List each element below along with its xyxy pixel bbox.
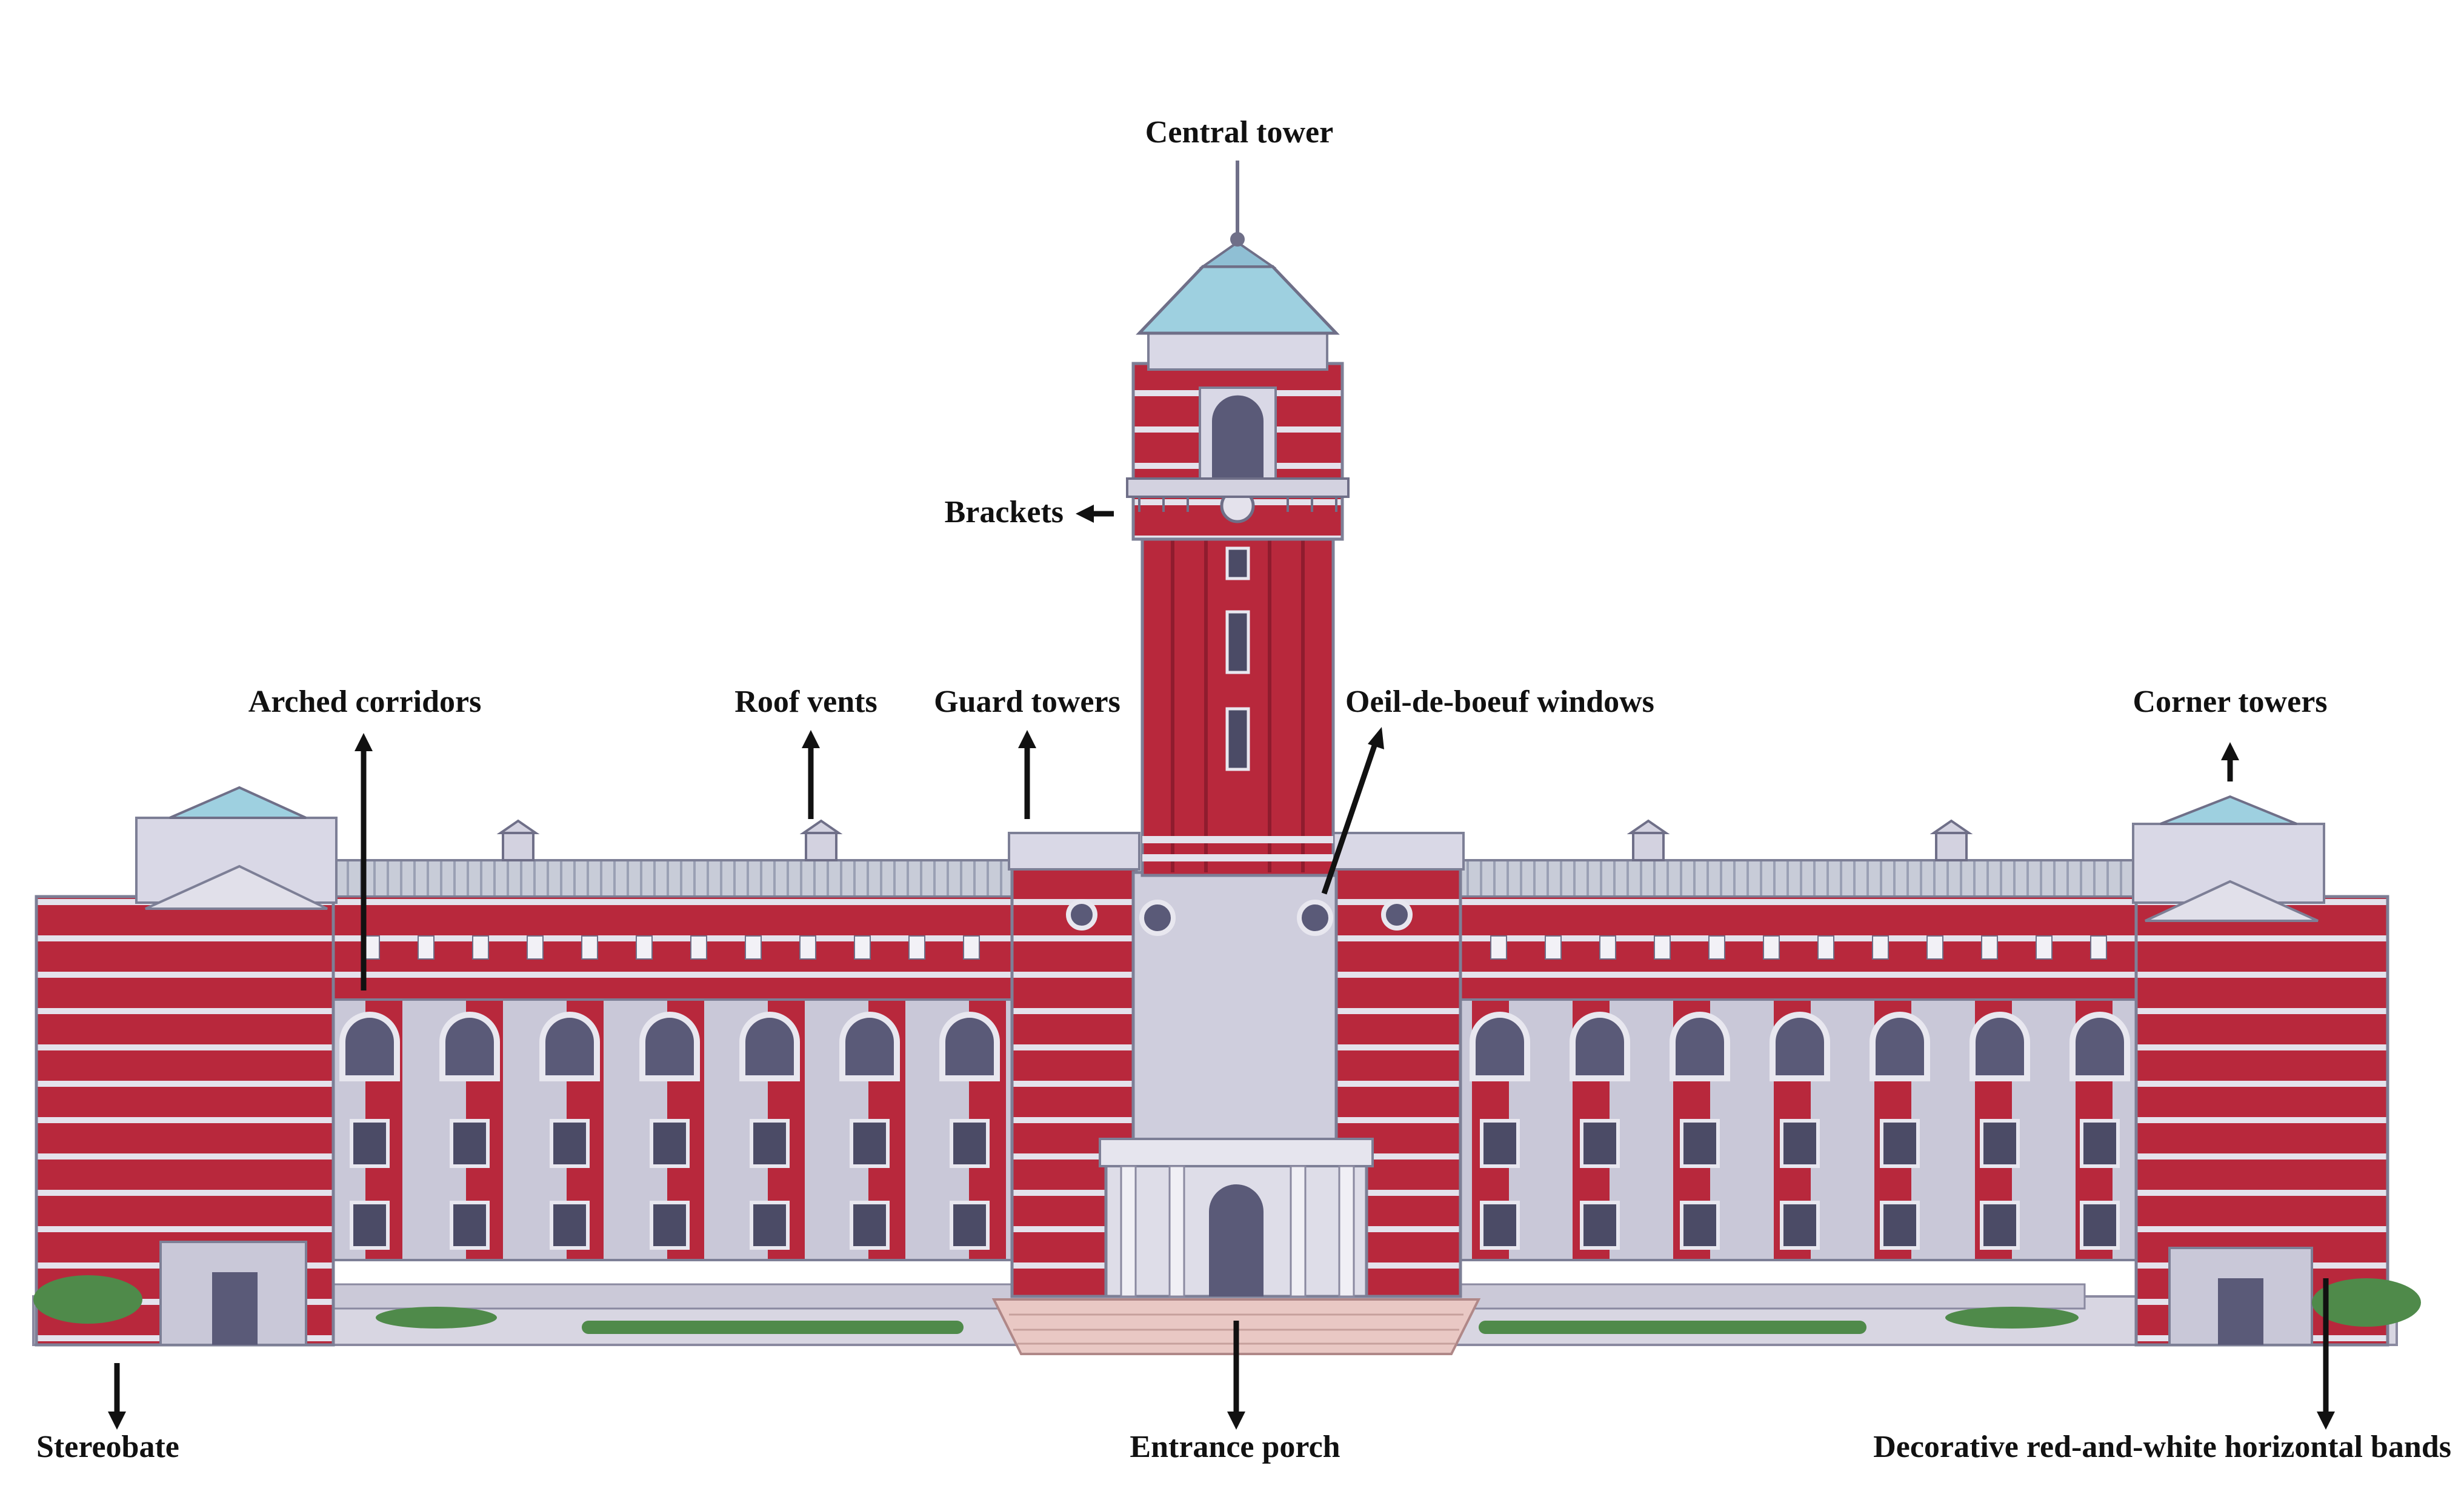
label-guard-towers: Guard towers bbox=[934, 685, 1120, 719]
label-decorative-bands: Decorative red-and-white horizontal band… bbox=[1873, 1430, 2451, 1464]
left-pavilion-gable bbox=[145, 864, 328, 910]
tower-roof-top bbox=[1199, 241, 1277, 268]
label-entrance-porch: Entrance porch bbox=[1130, 1430, 1340, 1464]
right-guard-tower-cap bbox=[1329, 832, 1465, 871]
label-central-tower: Central tower bbox=[1145, 115, 1333, 150]
left-wing-roof bbox=[329, 859, 1016, 898]
label-roof-vents: Roof vents bbox=[734, 685, 877, 719]
upper-small-windows bbox=[363, 935, 2107, 960]
right-wing-upper-band bbox=[1456, 895, 2140, 1001]
right-corner-tower-roof bbox=[2160, 795, 2297, 825]
roof-vents bbox=[496, 819, 1973, 861]
left-wing-upper-band bbox=[329, 895, 1016, 1001]
right-pavilion-door bbox=[2218, 1278, 2263, 1345]
tower-base-bands bbox=[1142, 836, 1333, 861]
left-pavilion-door bbox=[212, 1272, 258, 1345]
oeil-de-boeuf-windows bbox=[1066, 899, 1413, 936]
label-brackets: Brackets bbox=[945, 495, 1064, 529]
porch-entablature bbox=[1099, 1138, 1374, 1167]
shrubs bbox=[33, 1275, 2421, 1334]
central-tower-roof bbox=[1136, 265, 1340, 335]
annotation-labels: Central tower Brackets Arched corridors … bbox=[36, 115, 2451, 1464]
annotation-arrows bbox=[108, 505, 2335, 1430]
right-pavilion-gable bbox=[2145, 880, 2319, 922]
arched-corridor-windows-right bbox=[1470, 1012, 2130, 1081]
porch-columns bbox=[1120, 1165, 1355, 1298]
belfry-arch-window bbox=[1212, 395, 1264, 479]
label-arched-corridors: Arched corridors bbox=[248, 685, 482, 719]
left-corner-tower-roof bbox=[169, 786, 307, 819]
spire-finial bbox=[1230, 232, 1245, 247]
building-illustration bbox=[32, 161, 2421, 1355]
bracket-ticks bbox=[1138, 497, 1337, 512]
arched-corridor-windows-left bbox=[339, 1012, 1000, 1081]
label-stereobate: Stereobate bbox=[36, 1430, 179, 1464]
porch-arch-doorway bbox=[1209, 1184, 1264, 1296]
tower-brackets bbox=[1126, 477, 1350, 498]
tower-shaft-stripes bbox=[1171, 539, 1305, 872]
left-guard-tower-cap bbox=[1008, 832, 1140, 871]
tower-shaft-windows bbox=[1225, 546, 1250, 771]
right-wing-roof bbox=[1456, 859, 2140, 898]
lower-windows bbox=[350, 1119, 2120, 1250]
label-oeil-de-boeuf-windows: Oeil-de-boeuf windows bbox=[1345, 685, 1654, 719]
label-corner-towers: Corner towers bbox=[2133, 685, 2327, 719]
